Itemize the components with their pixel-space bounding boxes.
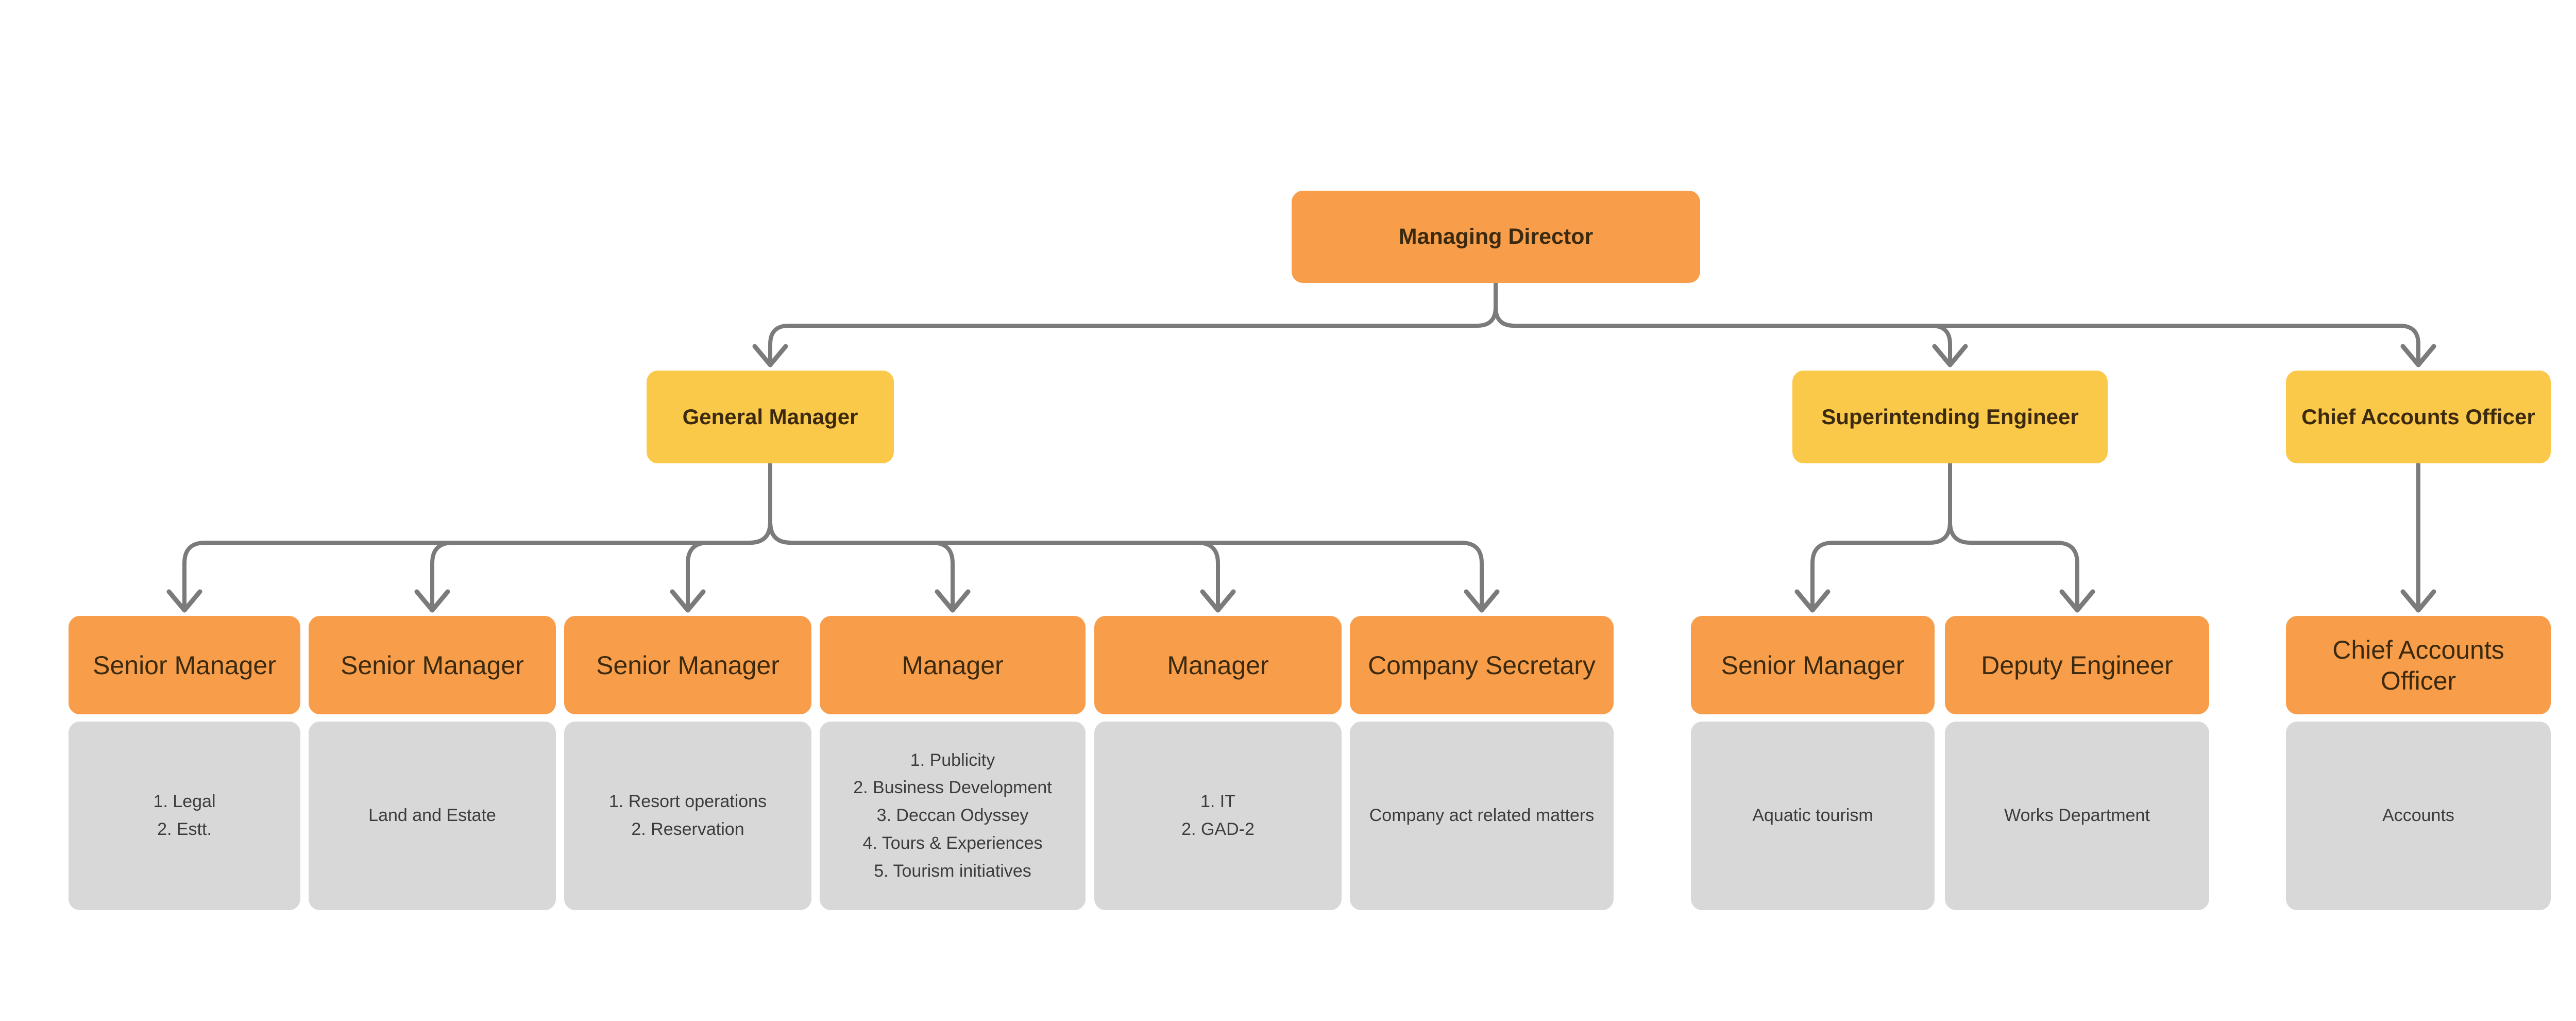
detail-line: 5. Tourism initiatives — [874, 861, 1031, 881]
node-title: Senior Manager — [1721, 650, 1905, 680]
connector-gm-child-0 — [182, 461, 772, 609]
node-title: Managing Director — [1398, 224, 1594, 249]
detail-works-department: Works Department — [1945, 722, 2209, 910]
node-title: Manager — [1167, 650, 1269, 680]
detail-resort-operations: 1. Resort operations 2. Reservation — [564, 722, 811, 910]
detail-line: 1. Resort operations — [608, 792, 767, 812]
arrowhead-se-child-0 — [1794, 589, 1831, 613]
node-title: Deputy Engineer — [1981, 650, 2173, 680]
detail-legal-estt: 1. Legal 2. Estt. — [69, 722, 300, 910]
detail-line: Works Department — [2004, 806, 2150, 826]
node-title: Senior Manager — [341, 650, 524, 680]
connector-gm-child-3 — [768, 461, 955, 609]
detail-line: 1. Legal — [153, 792, 216, 812]
arrowhead-cao-child-0 — [2400, 589, 2436, 613]
detail-company-act: Company act related matters — [1350, 722, 1614, 910]
detail-line: Accounts — [2382, 806, 2454, 826]
node-chief-accounts-officer: Chief Accounts Officer — [2286, 371, 2551, 463]
node-senior-manager-land: Senior Manager — [309, 616, 556, 714]
connector-md-general-manager — [768, 281, 1498, 364]
detail-line: 1. IT — [1200, 792, 1236, 812]
arrowhead-gm-child-4 — [1200, 589, 1236, 613]
node-title: Manager — [902, 650, 1004, 680]
node-deputy-engineer: Deputy Engineer — [1945, 616, 2209, 714]
node-company-secretary: Company Secretary — [1350, 616, 1614, 714]
node-title: General Manager — [682, 404, 858, 429]
arrowhead-gm-child-2 — [670, 589, 706, 613]
node-manager-it: Manager — [1094, 616, 1342, 714]
node-senior-manager-resorts: Senior Manager — [564, 616, 811, 714]
detail-line: 1. Publicity — [910, 750, 995, 770]
arrowhead-gm-child-5 — [1464, 589, 1500, 613]
node-title: Chief Accounts Officer — [2332, 635, 2504, 695]
detail-line: Aquatic tourism — [1752, 806, 1873, 826]
arrowhead-general-manager — [752, 344, 788, 367]
arrowhead-se-child-1 — [2059, 589, 2095, 613]
detail-line: Land and Estate — [368, 806, 496, 826]
node-superintending-engineer: Superintending Engineer — [1792, 371, 2108, 463]
detail-it-gad: 1. IT 2. GAD-2 — [1094, 722, 1342, 910]
detail-line: Company act related matters — [1369, 806, 1595, 826]
node-title: Company Secretary — [1368, 650, 1596, 680]
node-senior-manager-aquatic: Senior Manager — [1691, 616, 1935, 714]
detail-line: 2. Business Development — [853, 778, 1052, 798]
connector-se-child-0 — [1810, 461, 1952, 609]
node-managing-director: Managing Director — [1292, 191, 1700, 283]
node-manager-publicity: Manager — [820, 616, 1086, 714]
arrowhead-chief-accounts-officer — [2400, 344, 2436, 367]
node-general-manager: General Manager — [647, 371, 894, 463]
connector-md-chief-accounts-officer — [1494, 281, 2420, 364]
node-title: Chief Accounts Officer — [2301, 404, 2535, 429]
detail-accounts: Accounts — [2286, 722, 2551, 910]
node-title: Superintending Engineer — [1821, 404, 2079, 429]
arrowhead-gm-child-3 — [935, 589, 971, 613]
detail-line: 2. Reservation — [631, 819, 744, 839]
detail-line: 2. Estt. — [157, 819, 212, 839]
arrowhead-superintending-engineer — [1932, 344, 1968, 367]
arrowhead-gm-child-0 — [166, 589, 202, 613]
arrowhead-gm-child-1 — [414, 589, 450, 613]
detail-line: 2. GAD-2 — [1181, 819, 1255, 839]
connector-md-superintending-engineer — [1494, 281, 1952, 364]
detail-publicity-list: 1. Publicity 2. Business Development 3. … — [820, 722, 1086, 910]
node-title: Senior Manager — [596, 650, 779, 680]
connector-se-child-1 — [1948, 461, 2079, 609]
detail-aquatic-tourism: Aquatic tourism — [1691, 722, 1935, 910]
detail-line: 3. Deccan Odyssey — [876, 806, 1029, 826]
detail-line: 4. Tours & Experiences — [862, 833, 1043, 853]
connector-gm-child-1 — [430, 461, 772, 609]
node-chief-accounts-officer-child: Chief Accounts Officer — [2286, 616, 2551, 714]
connector-gm-child-5 — [768, 461, 1484, 609]
connector-gm-child-4 — [768, 461, 1220, 609]
node-title: Senior Manager — [93, 650, 276, 680]
node-senior-manager-legal: Senior Manager — [69, 616, 300, 714]
detail-land-and-estate: Land and Estate — [309, 722, 556, 910]
connector-gm-child-2 — [686, 461, 772, 609]
